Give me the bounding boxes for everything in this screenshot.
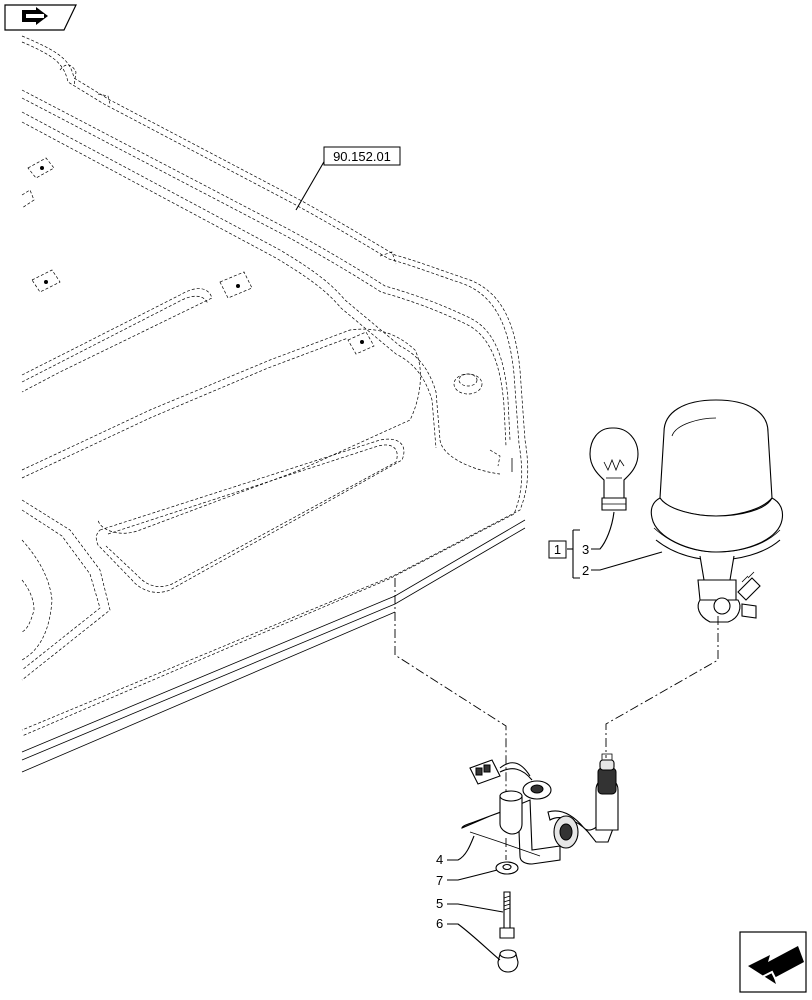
navigation-arrow-icon[interactable] bbox=[739, 931, 807, 993]
beacon-lamp bbox=[650, 399, 784, 623]
group-label[interactable]: 1 bbox=[548, 540, 567, 559]
reference-arrow-icon[interactable] bbox=[4, 4, 77, 31]
reference-label-text: 90.152.01 bbox=[333, 149, 391, 164]
mounting-bracket-assembly bbox=[461, 753, 619, 865]
callout-5[interactable]: 5 bbox=[436, 896, 443, 911]
bolt bbox=[499, 891, 515, 939]
cab-roof-panel bbox=[21, 35, 529, 773]
washer bbox=[495, 861, 519, 875]
bulb bbox=[589, 427, 639, 511]
callout-leaders bbox=[295, 159, 663, 961]
group-label-text: 1 bbox=[554, 542, 561, 557]
assembly-guide-lines bbox=[394, 578, 719, 860]
callout-2[interactable]: 2 bbox=[582, 563, 589, 578]
callout-4[interactable]: 4 bbox=[436, 852, 443, 867]
reference-label[interactable]: 90.152.01 bbox=[323, 146, 401, 166]
cap-nut bbox=[497, 949, 519, 973]
callout-6[interactable]: 6 bbox=[436, 916, 443, 931]
callout-7[interactable]: 7 bbox=[436, 873, 443, 888]
callout-3[interactable]: 3 bbox=[582, 542, 589, 557]
